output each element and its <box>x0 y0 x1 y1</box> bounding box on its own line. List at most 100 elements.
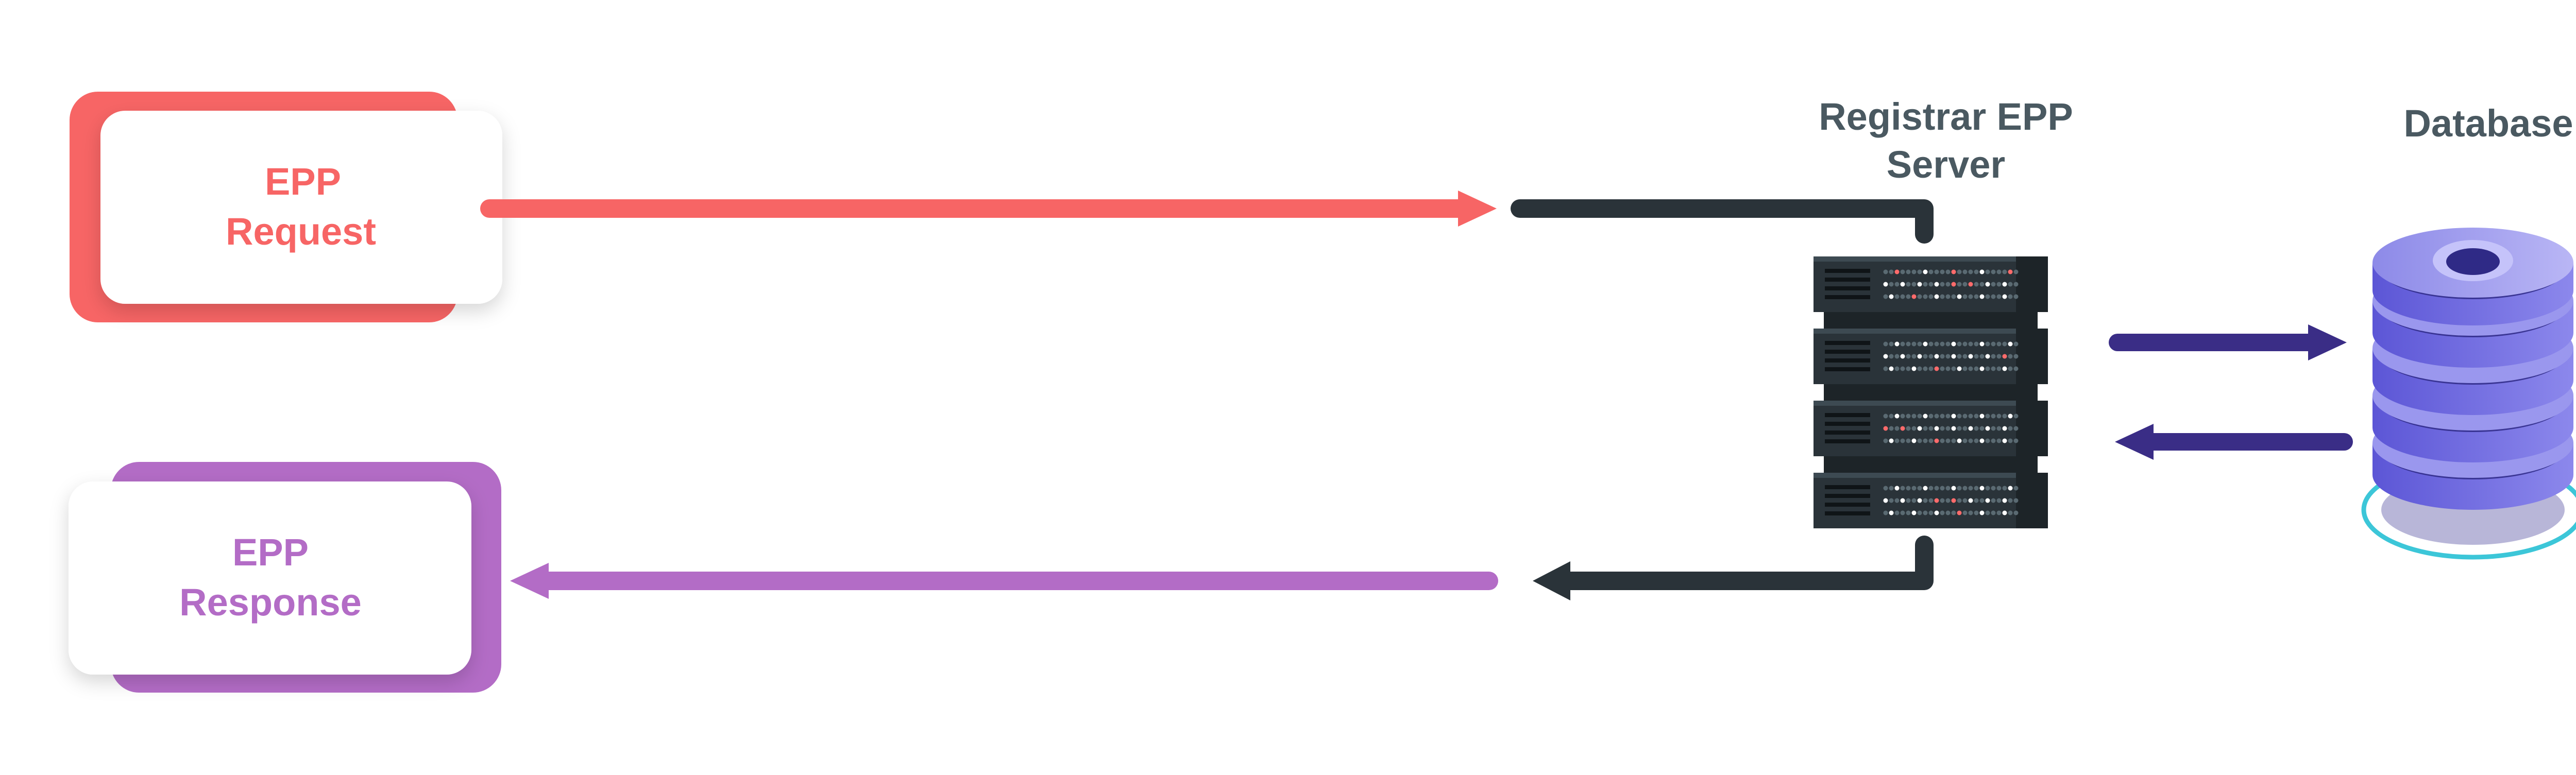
server-led <box>1883 510 1888 515</box>
server-led <box>1889 282 1894 287</box>
server-unit-bevel <box>1814 256 2016 262</box>
server-led <box>1945 438 1951 443</box>
server-led <box>1951 510 1956 515</box>
server-led <box>1968 294 1973 299</box>
server-led <box>1985 498 1990 503</box>
server-led <box>1945 294 1951 299</box>
server-led <box>1900 498 1905 503</box>
server-led <box>2008 354 2013 359</box>
server-vent-slot <box>1825 278 1870 282</box>
server-led <box>1985 486 1990 491</box>
server-led <box>1962 341 1968 347</box>
server-led <box>1979 269 1985 274</box>
server-led <box>1894 354 1900 359</box>
server-led <box>1894 294 1900 299</box>
server-led <box>1974 269 1979 274</box>
server-led <box>1996 354 2002 359</box>
server-led <box>1889 341 1894 347</box>
server-unit-bevel <box>1814 329 2016 334</box>
server-led <box>1985 294 1990 299</box>
server-led <box>1945 426 1951 431</box>
server-led <box>1923 486 1928 491</box>
server-vent-slot <box>1825 269 1870 273</box>
server-led <box>1979 510 1985 515</box>
server-led <box>1928 341 1934 347</box>
server-led <box>1991 294 1996 299</box>
server-led <box>1906 426 1911 431</box>
server-led <box>1945 498 1951 503</box>
server-led <box>1951 438 1956 443</box>
server-led <box>1928 366 1934 371</box>
server-vent-slot <box>1825 295 1870 299</box>
server-led <box>1940 366 1945 371</box>
server-led <box>1911 438 1917 443</box>
server-led <box>2013 341 2019 347</box>
server-led <box>1940 282 1945 287</box>
server-led <box>1923 414 1928 419</box>
server-led <box>1985 366 1990 371</box>
server-unit-bevel <box>1814 473 2016 478</box>
server-led <box>1991 269 1996 274</box>
server-led <box>1894 414 1900 419</box>
server-led <box>1889 426 1894 431</box>
server-led <box>1951 282 1956 287</box>
server-led <box>1991 438 1996 443</box>
server-led <box>1979 294 1985 299</box>
server-led <box>1900 354 1905 359</box>
server-led <box>2008 282 2013 287</box>
server-led <box>2013 510 2019 515</box>
server-led <box>1940 510 1945 515</box>
server-led <box>1928 426 1934 431</box>
server-led <box>1923 498 1928 503</box>
server-led <box>1974 438 1979 443</box>
server-unit-cap <box>2016 473 2048 528</box>
server-led <box>1894 486 1900 491</box>
server-led <box>1894 269 1900 274</box>
server-led <box>1883 341 1888 347</box>
server-led <box>1900 426 1905 431</box>
server-vent-slot <box>1825 422 1870 426</box>
server-led <box>1917 341 1922 347</box>
server-led <box>1923 294 1928 299</box>
server-led <box>1985 510 1990 515</box>
server-led <box>1940 341 1945 347</box>
server-led <box>1991 282 1996 287</box>
server-led <box>1900 282 1905 287</box>
response-label-line2: Response <box>179 581 362 624</box>
server-led <box>1979 486 1985 491</box>
server-led <box>1883 486 1888 491</box>
server-led <box>1917 426 1922 431</box>
server-led <box>1911 354 1917 359</box>
server-led <box>1945 341 1951 347</box>
server-led <box>1906 498 1911 503</box>
server-led <box>1996 498 2002 503</box>
server-led <box>1945 486 1951 491</box>
server-led <box>1911 498 1917 503</box>
server-led <box>1900 414 1905 419</box>
server-led <box>2002 498 2007 503</box>
server-led <box>1906 510 1911 515</box>
server-led <box>1883 282 1888 287</box>
server-led <box>1962 414 1968 419</box>
server-led <box>1991 414 1996 419</box>
server-led <box>1894 426 1900 431</box>
server-vent-slot <box>1825 494 1870 498</box>
server-led <box>1917 354 1922 359</box>
server-led <box>1940 486 1945 491</box>
server-led <box>1957 438 1962 443</box>
request-label-line1: EPP <box>265 160 341 203</box>
server-led <box>1894 366 1900 371</box>
server-led <box>1889 438 1894 443</box>
server-led <box>1934 366 1939 371</box>
server-led <box>1934 282 1939 287</box>
server-led <box>1917 438 1922 443</box>
server-led <box>1974 354 1979 359</box>
server-led <box>2002 354 2007 359</box>
database-to-server-arrowhead <box>2115 424 2154 460</box>
server-led <box>1985 438 1990 443</box>
server-vent-slot <box>1825 503 1870 507</box>
server-led <box>1928 354 1934 359</box>
server-led <box>1928 269 1934 274</box>
server-led <box>1957 486 1962 491</box>
server-led <box>2013 366 2019 371</box>
